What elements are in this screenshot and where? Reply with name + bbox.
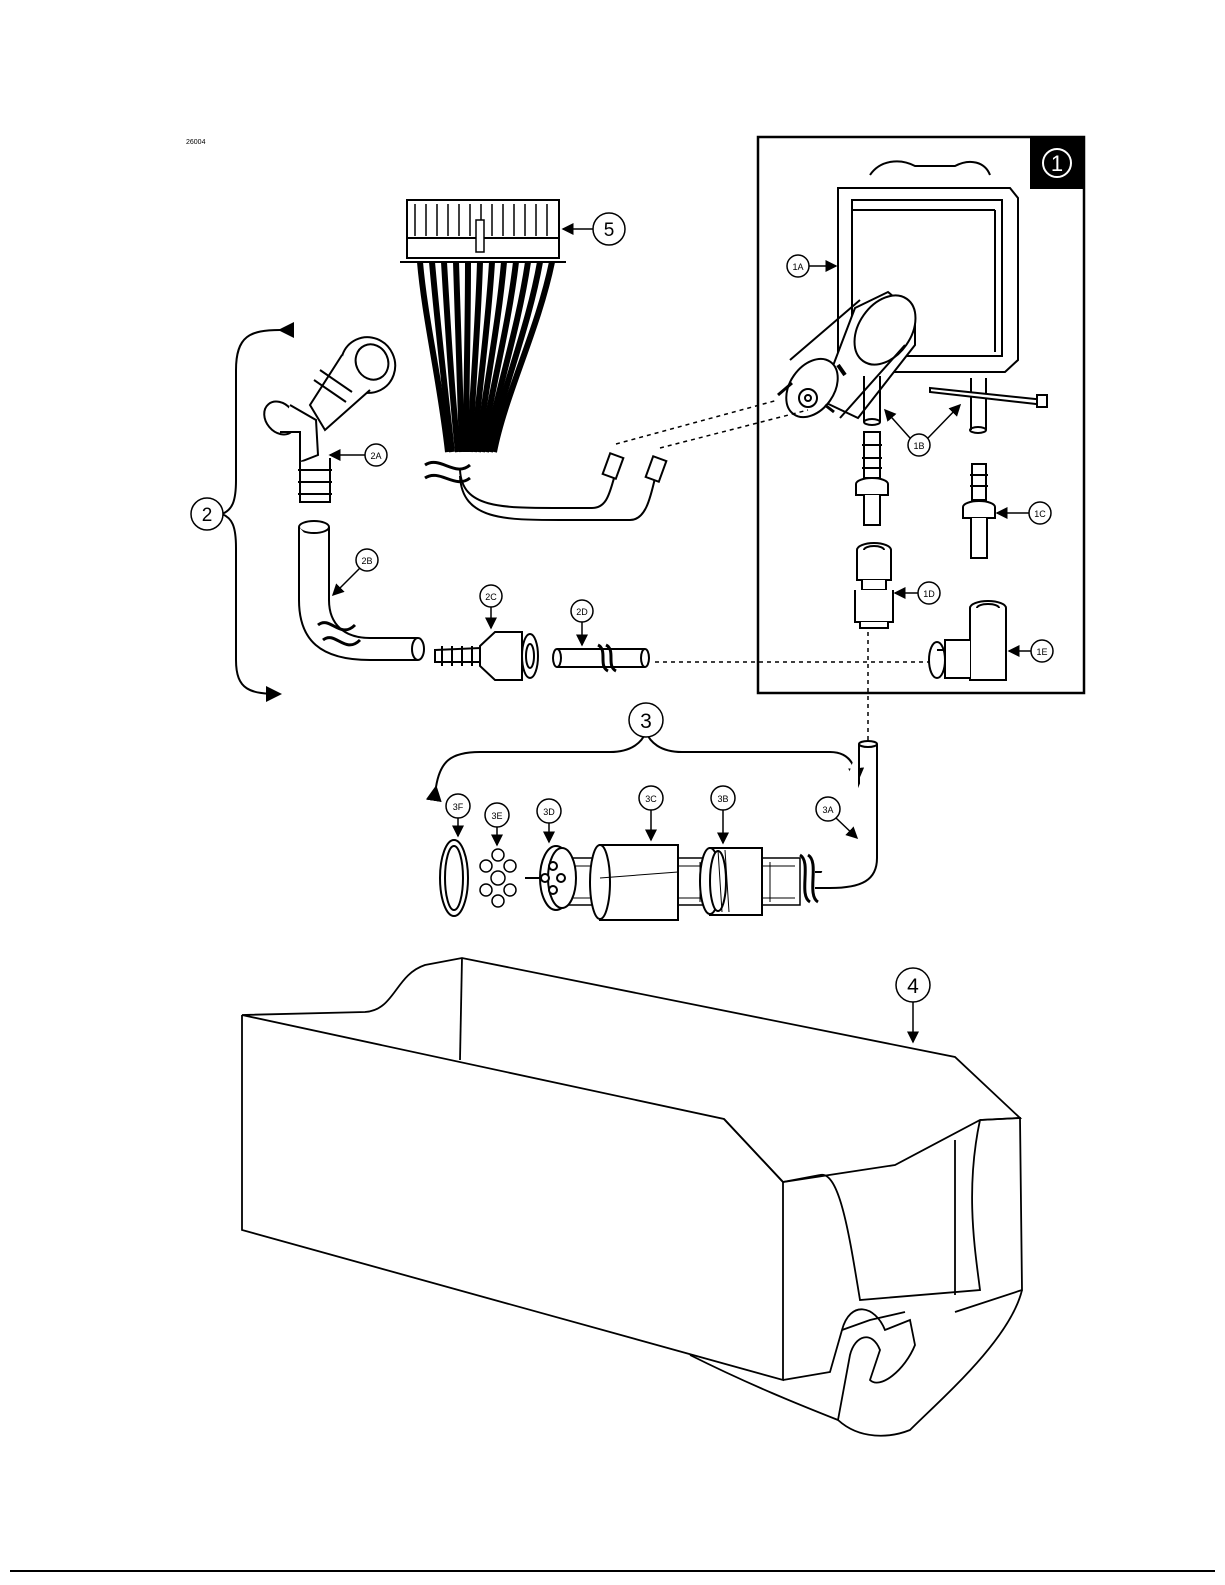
callout-3c: 3C — [639, 786, 663, 840]
callout-1a: 1A — [787, 255, 836, 277]
callout-3d: 3D — [537, 799, 561, 842]
union-1d — [855, 543, 893, 628]
bracket-2 — [222, 330, 280, 694]
svg-text:2A: 2A — [370, 451, 381, 461]
callout-1e: 1E — [1009, 640, 1053, 662]
svg-text:1A: 1A — [792, 262, 803, 272]
callout-4: 4 — [896, 968, 930, 1042]
callout-2c: 2C — [480, 585, 502, 628]
callout-1d: 1D — [895, 582, 940, 604]
tube-2b — [299, 521, 424, 660]
svg-text:5: 5 — [604, 220, 615, 241]
svg-text:2C: 2C — [485, 592, 497, 602]
svg-text:1D: 1D — [923, 589, 935, 599]
svg-text:3A: 3A — [822, 805, 833, 815]
callout-1b: 1B — [885, 405, 960, 456]
tube-3a — [800, 741, 877, 902]
filter-cartridge-3 — [440, 840, 800, 920]
tube-2d — [553, 645, 649, 671]
tray-4 — [242, 958, 1022, 1436]
svg-text:1B: 1B — [913, 441, 924, 451]
bracket-3 — [436, 732, 857, 787]
callout-2: 2 — [191, 498, 223, 530]
adapter-2c — [435, 632, 538, 680]
callout-3e: 3E — [485, 803, 509, 845]
barb-fitting-1c-left — [856, 432, 888, 525]
callout-3f: 3F — [446, 794, 470, 836]
svg-text:2: 2 — [202, 505, 213, 526]
svg-text:3: 3 — [640, 710, 652, 733]
wire-harness-5 — [400, 200, 666, 520]
svg-text:1C: 1C — [1034, 509, 1046, 519]
pump-1a — [776, 161, 1047, 433]
callout-1c: 1C — [997, 502, 1051, 524]
svg-text:2D: 2D — [576, 607, 588, 617]
callout-2a: 2A — [330, 444, 387, 466]
svg-text:3E: 3E — [491, 811, 502, 821]
callout-3: 3 — [629, 703, 663, 737]
callout-2d: 2D — [571, 600, 593, 645]
svg-text:3D: 3D — [543, 807, 555, 817]
svg-text:3B: 3B — [717, 794, 728, 804]
svg-text:2B: 2B — [361, 556, 372, 566]
svg-text:4: 4 — [907, 975, 919, 998]
svg-text:1E: 1E — [1036, 647, 1047, 657]
callout-1-label: 1 — [1051, 151, 1063, 176]
callout-3b: 3B — [711, 786, 735, 843]
y-fitting-2a — [258, 328, 405, 502]
elbow-1e — [929, 601, 1006, 680]
svg-text:3C: 3C — [645, 794, 657, 804]
barb-fitting-1c-right — [963, 464, 995, 558]
svg-text:3F: 3F — [453, 802, 464, 812]
page-bottom-rule — [10, 1570, 1215, 1572]
callout-5: 5 — [563, 213, 625, 245]
